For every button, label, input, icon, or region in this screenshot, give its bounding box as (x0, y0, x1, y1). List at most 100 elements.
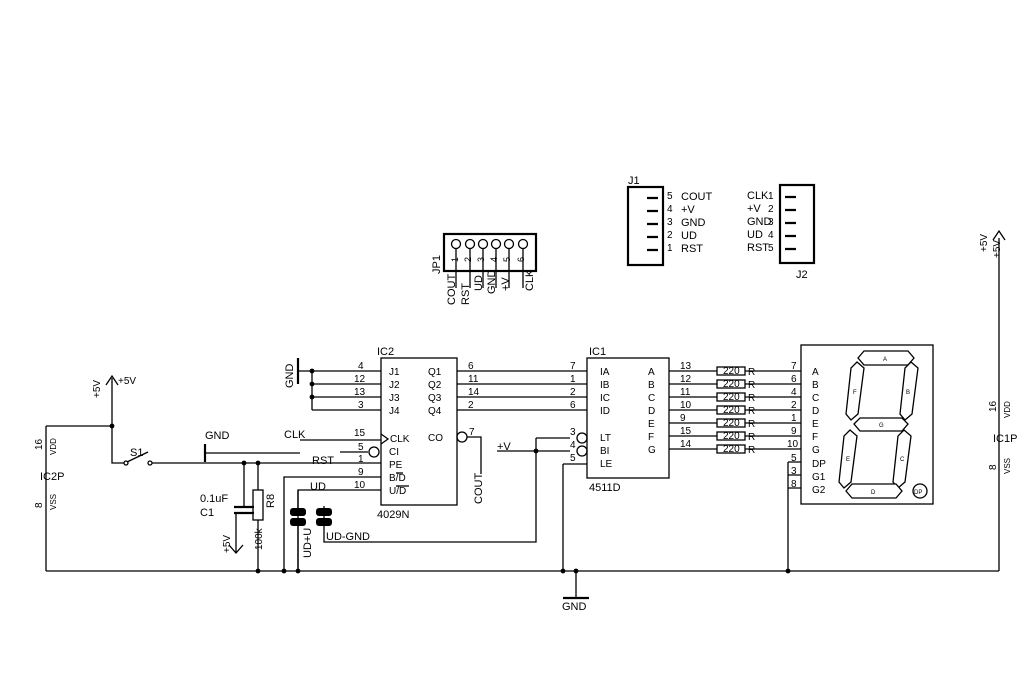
jp1-header: JP1 1 2 3 4 5 6 COUT RST UD GND +V CLK (431, 232, 538, 305)
display-pin-label: B (812, 380, 819, 391)
j2-pin-label: RST (747, 242, 769, 254)
ic1-pin-num: 5 (570, 453, 576, 464)
ic2-part: 4029N (377, 509, 409, 521)
capacitor-c1-value: 0.1uF (200, 493, 228, 505)
ic2p-power-symbol: 16 VDD IC2P 8 VSS (34, 438, 64, 510)
ic1-name: IC1 (589, 346, 606, 358)
jp1-signal: UD (473, 275, 485, 291)
jp1-pin-num: 3 (476, 257, 486, 262)
ic2-pin-num: 12 (354, 374, 366, 385)
j2-pin-label: +V (747, 203, 761, 215)
display-pin-label: DP (812, 459, 826, 470)
ic2-name: IC2 (377, 346, 394, 358)
vcc-right-label: +5V (979, 234, 990, 252)
ic2-pin-label: Q3 (428, 393, 442, 404)
gnd-switch-symbol: GND (203, 430, 300, 462)
ic1-pin-num: 11 (680, 387, 691, 398)
j1-pin-label: COUT (681, 191, 712, 203)
vcc-left-symbol: +5V +5V (92, 374, 136, 429)
ic2-pin-label: CLK (390, 434, 410, 445)
switch-s1-label: S1 (130, 447, 143, 459)
ic1-pin-label: A (648, 367, 655, 378)
ic1-pin-label: D (648, 406, 655, 417)
gnd-top-symbol: GND (284, 358, 381, 411)
segment-e (838, 429, 858, 489)
ic2-pin-label: B/D (389, 473, 406, 484)
ic1p-vdd-label: VDD (1003, 401, 1012, 418)
ground-bus (45, 238, 1000, 600)
resistor-value: 220 (723, 418, 740, 429)
net-ud-plus-label: UD+U (302, 528, 314, 558)
ic2-pin-num: 9 (358, 467, 364, 478)
ic2-pin-label: J1 (389, 367, 400, 378)
v-plus-label: +V (497, 441, 511, 453)
ic1-pin-label: G (648, 445, 656, 456)
ic1-pin-label: LE (600, 459, 613, 470)
gnd-top-label: GND (284, 364, 296, 389)
vcc-c1-label: +5V (222, 535, 233, 553)
ic2p-vss-pin: 8 (34, 502, 45, 508)
resistor-r8-name: R8 (265, 494, 277, 508)
j2-connector: J2 CLK 1 +V 2 GND 3 UD 4 RST 5 (747, 183, 816, 281)
seven-segment-display: 7 A 6 B 4 C 2 D 1 E 9 F 10 G 5 DP 3 G1 8… (787, 344, 934, 571)
display-pin-label: G2 (812, 485, 826, 496)
ic1p-vss-label: VSS (1003, 458, 1012, 474)
ic2p-name: IC2P (40, 471, 64, 483)
resistor-label: R (748, 393, 755, 404)
ic1-part: 4511D (589, 482, 621, 494)
vcc-left-label: +5V (92, 380, 103, 398)
ic1-pin-label: LT (600, 433, 611, 444)
segment-f-letter: F (853, 390, 857, 396)
resistor-label: R (748, 445, 755, 456)
resistor-label: R (748, 406, 755, 417)
jp1-signal: GND (486, 270, 498, 295)
capacitor-c1-name: C1 (200, 507, 214, 519)
vcc-right-label-2: +5V (992, 240, 1003, 258)
ic2-counter: IC2 4029N 4 J1 12 J2 13 J3 3 J4 15 CLK 5… (340, 346, 485, 521)
j1-pin-num: 5 (667, 191, 673, 202)
solder-jumper-ud: UD+U UD-GND (290, 508, 370, 571)
jp1-signal: CLK (524, 269, 536, 291)
j2-pin-num: 5 (768, 243, 774, 254)
display-pin-label: G1 (812, 472, 826, 483)
j2-name: J2 (796, 269, 808, 281)
ic1p-vdd-pin: 16 (988, 400, 999, 412)
resistor-r8: R8 100k (252, 463, 277, 571)
j2-pin-num: 1 (768, 191, 774, 202)
resistor-value: 220 (723, 366, 740, 377)
j1-pin-num: 4 (667, 204, 673, 215)
segment-a-letter: A (883, 357, 887, 363)
display-pin-num: 4 (791, 387, 797, 398)
j1-pin-label: GND (681, 217, 706, 229)
display-pin-num: 8 (791, 479, 797, 490)
resistor-label: R (748, 380, 755, 391)
display-pin-label: G (812, 445, 820, 456)
segment-b (899, 361, 919, 421)
bus-ic1-to-display (669, 370, 801, 450)
ic2-pin-label: Q2 (428, 380, 442, 391)
ic2-pin-num: 2 (468, 400, 474, 411)
jp1-pin-num: 4 (489, 257, 499, 262)
display-pin-num: 5 (791, 453, 797, 464)
net-ud-label: UD (310, 481, 326, 493)
j1-pin-label: UD (681, 230, 697, 242)
segment-d (845, 483, 903, 499)
ic2-pin-label: U/D (389, 486, 406, 497)
ic1p-vss-pin: 8 (988, 464, 999, 470)
j2-pin-label: GND (747, 216, 772, 228)
ic1-pin-num: 15 (680, 426, 692, 437)
gnd-switch-label: GND (205, 430, 230, 442)
ic1-decoder: IC1 4511D 7 IA 1 IB 2 IC 6 ID 3 LT 4 BI … (570, 346, 692, 494)
ic1-pin-label: IA (600, 367, 610, 378)
ic1-pin-label: IB (600, 380, 610, 391)
segment-dp (912, 483, 928, 499)
resistor-label: R (748, 367, 755, 378)
ic2-pin-num: 1 (358, 454, 364, 465)
resistor-array-220: 220 R 220 R 220 R 220 R 220 R 220 R 220 … (716, 366, 755, 456)
j1-pin-num: 3 (667, 217, 673, 228)
net-rst-label: RST (312, 455, 334, 467)
segment-g (853, 417, 909, 432)
ic2p-vdd-pin: 16 (34, 438, 45, 450)
resistor-label: R (748, 419, 755, 430)
j2-pin-num: 4 (768, 230, 774, 241)
